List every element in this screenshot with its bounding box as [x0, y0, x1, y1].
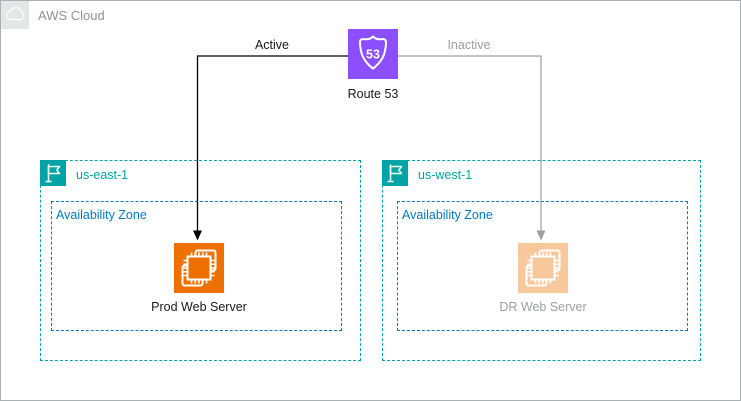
ec2-instance-icon-dr	[518, 243, 568, 293]
ec2-instance-icon-prod	[174, 243, 224, 293]
region-name-us-west-1: us-west-1	[418, 168, 473, 182]
prod-web-server-label: Prod Web Server	[151, 300, 247, 314]
route53-icon: 53	[348, 29, 398, 79]
route53-shield-number: 53	[366, 48, 380, 62]
region-name-us-east-1: us-east-1	[76, 168, 129, 182]
availability-zone-label: Availability Zone	[56, 208, 147, 222]
route53-label: Route 53	[347, 87, 399, 101]
inactive-connection-label: Inactive	[447, 38, 491, 52]
availability-zone-west: Availability Zone DR Web Server	[397, 201, 688, 331]
region-us-west-1: us-west-1 Availability Zone DR Web Serve…	[382, 160, 701, 361]
aws-cloud-label: AWS Cloud	[38, 8, 105, 23]
dr-web-server-label: DR Web Server	[499, 300, 587, 314]
aws-cloud-icon	[1, 1, 29, 29]
availability-zone-label: Availability Zone	[402, 208, 493, 222]
region-us-east-1: us-east-1 Availability Zone Prod Web Ser…	[40, 160, 361, 361]
availability-zone-east: Availability Zone Prod Web Server	[51, 201, 342, 331]
region-flag-icon	[40, 160, 66, 186]
region-flag-icon	[382, 160, 408, 186]
active-connection-label: Active	[254, 38, 290, 52]
